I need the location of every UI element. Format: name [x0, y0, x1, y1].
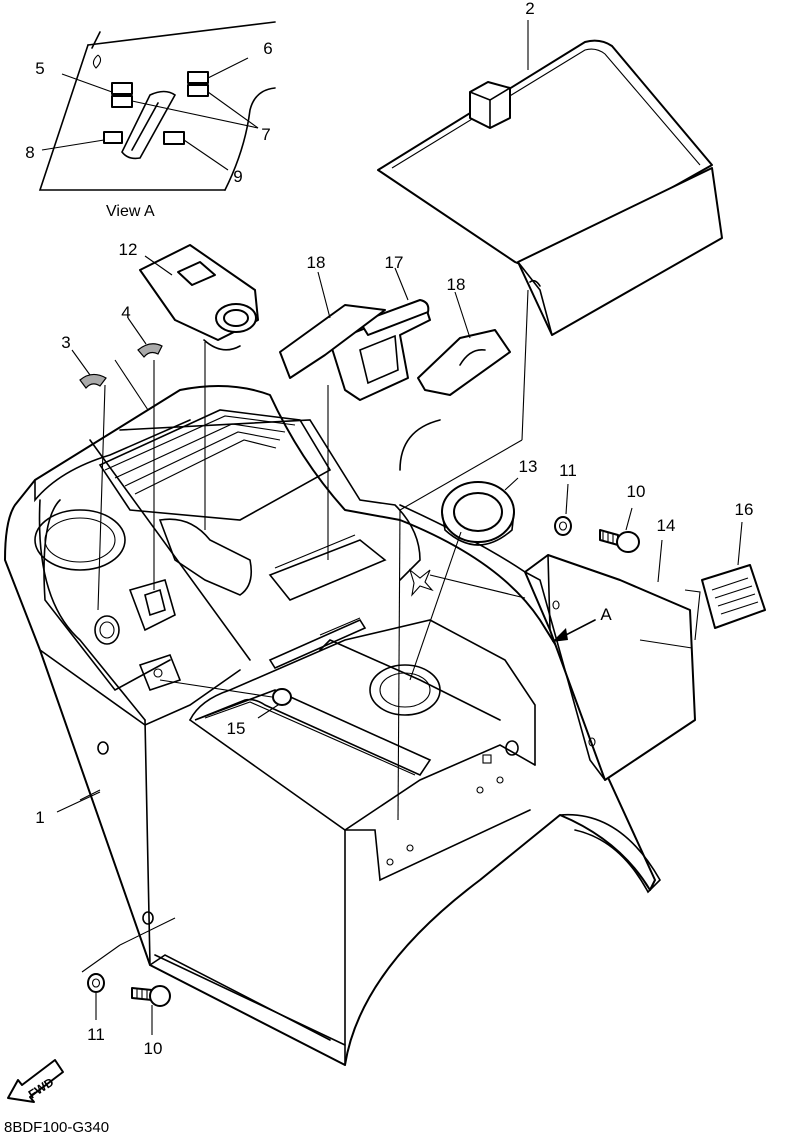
- part-15-plug: [272, 688, 292, 706]
- view-a-label: View A: [106, 203, 155, 220]
- part-10-screw-upper: [599, 507, 640, 553]
- callout-12: 12: [119, 240, 138, 259]
- part-4-clip: [127, 317, 163, 358]
- part-10-screw-lower: [131, 985, 171, 1035]
- part-11-nut-upper: [554, 483, 572, 536]
- leader-lines: [56, 289, 529, 973]
- callout-numbers: 1 2 3 4 5 6 7 8 9 10 10 11 11 12 13 14 1…: [25, 0, 753, 1058]
- callout-18-left: 18: [307, 253, 326, 272]
- callout-13: 13: [519, 457, 538, 476]
- callout-7: 7: [261, 125, 270, 144]
- callout-2: 2: [525, 0, 534, 18]
- callout-18-right: 18: [447, 275, 466, 294]
- part-11-nut-lower: [87, 973, 105, 1020]
- part-14-side-panel: [524, 539, 701, 781]
- callout-9: 9: [233, 167, 242, 186]
- part-16-label: [701, 521, 766, 629]
- callout-10-upper: 10: [627, 482, 646, 501]
- callout-6: 6: [263, 39, 272, 58]
- callout-5: 5: [35, 59, 44, 78]
- part-18-pad-right: [417, 291, 511, 396]
- callout-3: 3: [61, 333, 70, 352]
- callout-11-upper: 11: [559, 461, 577, 480]
- part-18-pad-left: [279, 271, 386, 379]
- drawing-code: 8BDF100-G340: [4, 1119, 109, 1135]
- part-1-main-body: [4, 385, 661, 1066]
- callout-11-lower: 11: [87, 1025, 105, 1044]
- callout-17: 17: [385, 253, 404, 272]
- callout-1: 1: [35, 808, 44, 827]
- part-2-lid: [377, 20, 723, 336]
- callout-16: 16: [735, 500, 754, 519]
- part-12-cover: [139, 244, 259, 351]
- view-a-inset: View A: [38, 21, 276, 220]
- view-a-marker: A: [600, 605, 612, 624]
- callout-10-lower: 10: [144, 1039, 163, 1058]
- part-3-clip: [71, 349, 107, 389]
- view-a-arrow: A: [552, 605, 612, 642]
- fwd-arrow-icon: FWD: [7, 1059, 64, 1103]
- callout-15: 15: [227, 719, 246, 738]
- callout-14: 14: [657, 516, 676, 535]
- part-17-bracket: [329, 267, 431, 401]
- callout-4: 4: [121, 303, 130, 322]
- part-13-grommet: [441, 477, 519, 546]
- callout-8: 8: [25, 143, 34, 162]
